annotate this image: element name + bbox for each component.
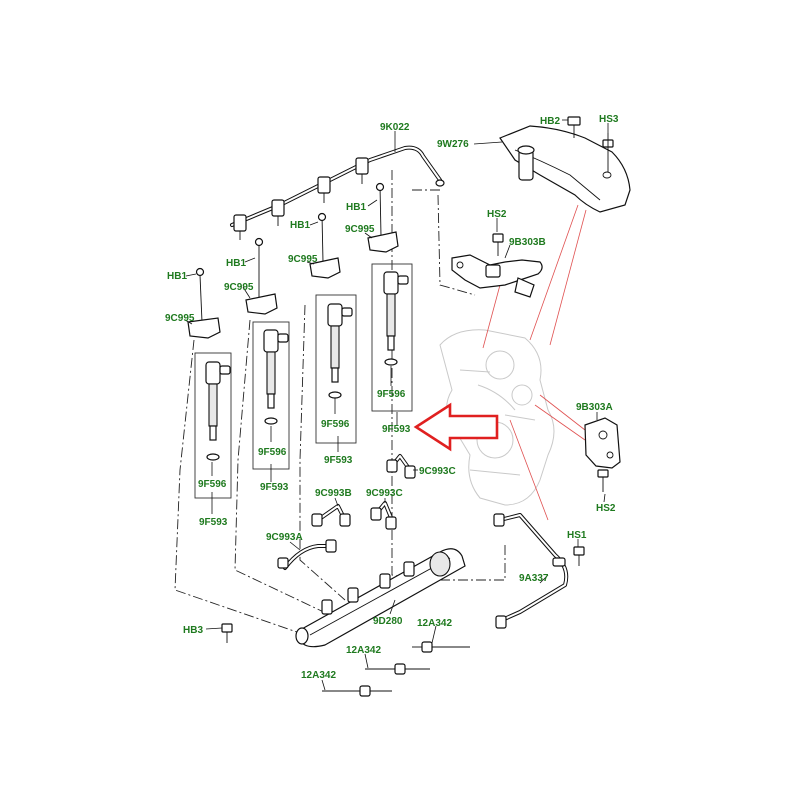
- glow-plug-3: [322, 685, 392, 697]
- label-9b303b: 9B303B: [509, 237, 546, 248]
- bracket-9b303a: [584, 417, 621, 469]
- label-hs1: HS1: [567, 530, 587, 541]
- high-pressure-pipe-9c993b: [311, 504, 351, 527]
- label-hs2-a: HS2: [487, 209, 507, 220]
- fuel-rail-9d280: [295, 548, 466, 648]
- injector-3: [327, 303, 353, 399]
- label-9f596-b: 9F596: [258, 447, 287, 458]
- label-9f596-d: 9F596: [377, 389, 406, 400]
- label-9a337: 9A337: [519, 573, 549, 584]
- label-9c993c-a: 9C993C: [419, 466, 456, 477]
- label-9f593-d: 9F593: [382, 424, 411, 435]
- fuel-return-hose: [230, 145, 445, 240]
- label-9f593-c: 9F593: [324, 455, 353, 466]
- bracket-9b303b: [451, 254, 543, 298]
- label-9f593-b: 9F593: [260, 482, 289, 493]
- left-arrow-icon: [413, 402, 499, 452]
- fuel-feed-pipe-9a337: [493, 513, 569, 629]
- label-12a342-b: 12A342: [346, 645, 381, 656]
- label-9c995-c: 9C995: [288, 254, 318, 265]
- label-9c995-a: 9C995: [165, 313, 195, 324]
- label-hb2: HB2: [540, 116, 560, 127]
- label-9w276: 9W276: [437, 139, 469, 150]
- label-9f596-a: 9F596: [198, 479, 227, 490]
- high-pressure-pipe-9c993c-lower: [370, 501, 397, 530]
- bolt-hs2-lower: [597, 469, 609, 492]
- bolt-hs2-upper: [492, 233, 504, 256]
- label-hs3: HS3: [599, 114, 619, 125]
- label-9c993c-b: 9C993C: [366, 488, 403, 499]
- label-12a342-a: 12A342: [417, 618, 452, 629]
- label-hb1-c: HB1: [290, 220, 310, 231]
- label-9d280: 9D280: [373, 616, 403, 627]
- injector-clamp-1: [187, 267, 221, 339]
- label-9k022: 9K022: [380, 122, 410, 133]
- label-9c993a: 9C993A: [266, 532, 303, 543]
- label-leader-lines: [184, 119, 609, 691]
- glow-plug-2: [365, 663, 430, 675]
- bolt-hs1: [573, 546, 585, 566]
- heat-shield-9w276: [499, 125, 631, 213]
- label-9c995-d: 9C995: [345, 224, 375, 235]
- injector-1: [205, 361, 231, 461]
- red-leader-lines: [482, 204, 587, 521]
- glow-plug-1: [412, 641, 470, 653]
- injector-clamp-3: [309, 212, 341, 279]
- injector-2: [263, 329, 289, 425]
- label-9f593-a: 9F593: [199, 517, 228, 528]
- high-pressure-pipe-9c993a: [277, 539, 337, 570]
- bolt-hb2: [567, 116, 581, 138]
- injector-4: [383, 271, 409, 366]
- injector-group-boxes: [194, 263, 413, 499]
- label-hb1-a: HB1: [167, 271, 187, 282]
- label-9c995-b: 9C995: [224, 282, 254, 293]
- high-pressure-pipe-9c993c-upper: [386, 454, 416, 479]
- label-hs2-b: HS2: [596, 503, 616, 514]
- label-hb3: HB3: [183, 625, 203, 636]
- bolt-hb3: [221, 623, 233, 643]
- part-labels: 9K022 HB2 HS3 9W276 HB1 9C995 HB1 9C995 …: [165, 114, 619, 681]
- injector-clamp-4: [367, 182, 399, 253]
- label-hb1-b: HB1: [226, 258, 246, 269]
- label-9c993b: 9C993B: [315, 488, 352, 499]
- injector-clamp-2: [245, 237, 278, 315]
- label-9f596-c: 9F596: [321, 419, 350, 430]
- label-9b303a: 9B303A: [576, 402, 613, 413]
- label-hb1-d: HB1: [346, 202, 366, 213]
- label-12a342-c: 12A342: [301, 670, 336, 681]
- stud-hs3: [602, 133, 614, 172]
